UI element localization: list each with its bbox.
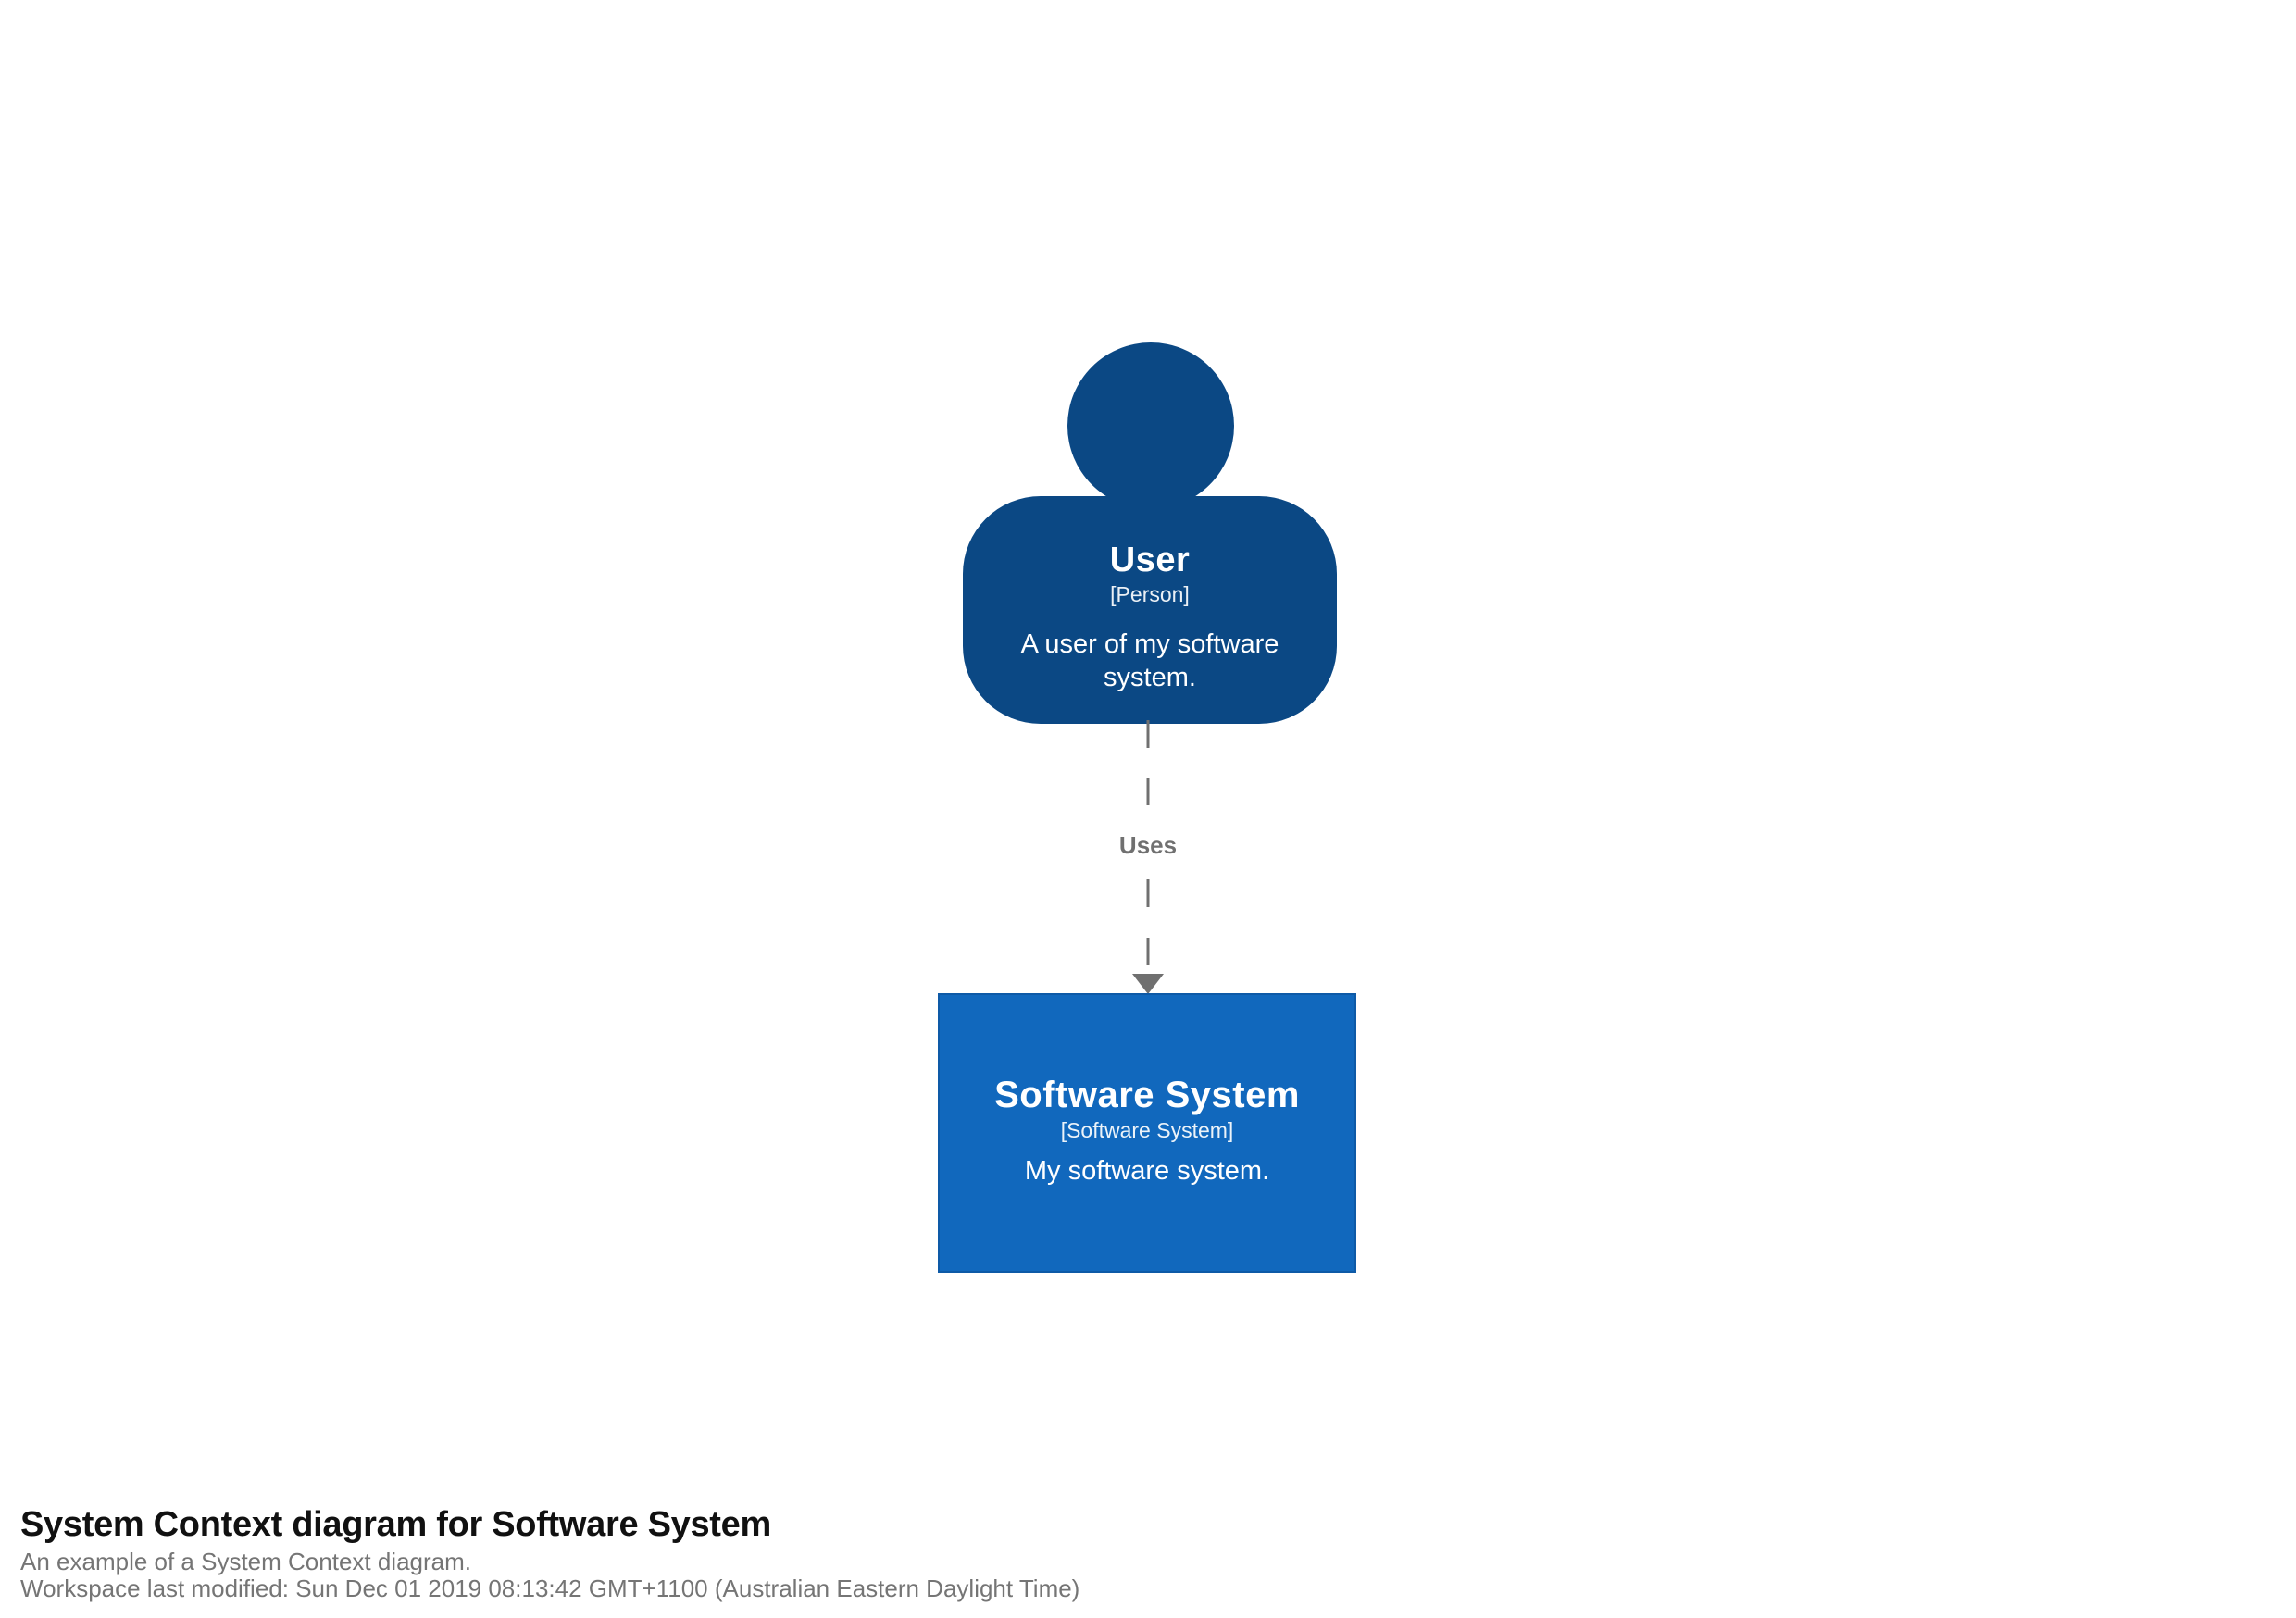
person-description: A user of my software system. — [1020, 629, 1279, 692]
person-type-label: [Person] — [1110, 582, 1190, 606]
person-body: User [Person] A user of my software syst… — [963, 496, 1337, 724]
relationship-line-uses[interactable] — [1102, 713, 1194, 1000]
diagram-title: System Context diagram for Software Syst… — [20, 1505, 771, 1544]
system-type-label: [Software System] — [1060, 1118, 1234, 1142]
arrowhead-icon — [1132, 974, 1164, 994]
system-description: My software system. — [1024, 1156, 1270, 1186]
system-node-software-system[interactable]: Software System [Software System] My sof… — [938, 993, 1356, 1273]
person-head-icon — [1067, 342, 1234, 509]
workspace-last-modified: Workspace last modified: Sun Dec 01 2019… — [20, 1574, 1080, 1602]
diagram-footer: System Context diagram for Software Syst… — [20, 1504, 2242, 1602]
relationship-label: Uses — [1118, 831, 1178, 859]
diagram-description: An example of a System Context diagram. — [20, 1548, 472, 1575]
person-node-user[interactable]: User [Person] A user of my software syst… — [963, 342, 1337, 724]
person-name: User — [1109, 541, 1191, 579]
system-name: Software System — [994, 1075, 1300, 1115]
